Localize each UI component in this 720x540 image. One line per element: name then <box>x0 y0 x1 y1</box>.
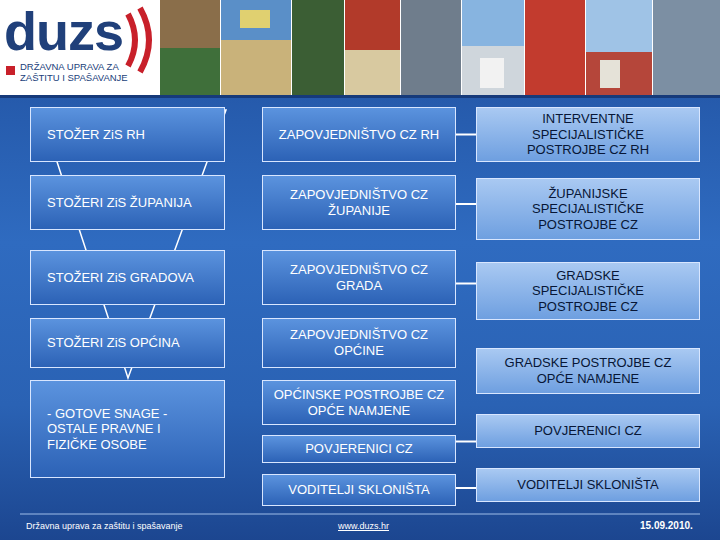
unit-box: GRADSKE POSTROJBE CZ OPĆE NAMJENE <box>476 348 700 394</box>
box-text: VODITELJI SKLONIŠTA <box>517 477 658 493</box>
command-box: ZAPOVJEDNIŠTVO CZ OPĆINE <box>262 318 456 368</box>
box-text: POVJERENICI CZ <box>305 441 413 457</box>
connector-line <box>456 283 476 285</box>
box-text: VODITELJI SKLONIŠTA <box>288 482 429 498</box>
command-box: ZAPOVJEDNIŠTVO CZ ŽUPANIJE <box>262 175 456 230</box>
connector-line <box>456 487 476 489</box>
command-box: ZAPOVJEDNIŠTVO CZ RH <box>262 107 456 162</box>
box-text: ZAPOVJEDNIŠTVO CZ OPĆINE <box>271 327 447 358</box>
staff-box: STOŽER ZiS RH <box>30 107 225 162</box>
box-text: ZAPOVJEDNIŠTVO CZ ŽUPANIJE <box>271 187 447 218</box>
unit-box: POVJERENICI CZ <box>476 414 700 448</box>
box-text: INTERVENTNE SPECIJALISTIČKE POSTROJBE CZ… <box>500 111 676 158</box>
photo-collage <box>160 0 720 95</box>
unit-box: INTERVENTNE SPECIJALISTIČKE POSTROJBE CZ… <box>476 107 700 162</box>
command-box: VODITELJI SKLONIŠTA <box>262 474 456 506</box>
staff-box: STOŽERI ZiS OPĆINA <box>30 318 225 368</box>
command-box: ZAPOVJEDNIŠTVO CZ GRADA <box>262 250 456 305</box>
footer-rule <box>20 514 700 515</box>
unit-box: VODITELJI SKLONIŠTA <box>476 468 700 502</box>
footer-text: 15.09.2010. <box>640 520 693 532</box>
command-box: POVJERENICI CZ <box>262 435 456 463</box>
staff-box: - GOTOVE SNAGE - OSTALE PRAVNE I FIZIČKE… <box>30 380 225 478</box>
staff-box: STOŽERI ZiS GRADOVA <box>30 250 225 305</box>
box-text: STOŽERI ZiS OPĆINA <box>39 335 216 351</box>
logo-arcs <box>128 8 149 72</box>
box-text: GRADSKE SPECIJALISTIČKE POSTROJBE CZ <box>500 268 676 315</box>
unit-box: GRADSKE SPECIJALISTIČKE POSTROJBE CZ <box>476 262 700 320</box>
box-text: STOŽERI ZiS ŽUPANIJA <box>39 195 216 211</box>
header-rule <box>0 95 720 98</box>
box-text: - GOTOVE SNAGE - OSTALE PRAVNE I FIZIČKE… <box>39 406 175 453</box>
box-text: POVJERENICI CZ <box>534 423 642 439</box>
unit-box: ŽUPANIJSKE SPECIJALISTIČKE POSTROJBE CZ <box>476 178 700 240</box>
box-text: ZAPOVJEDNIŠTVO CZ GRADA <box>271 262 447 293</box>
staff-box: STOŽERI ZiS ŽUPANIJA <box>30 175 225 230</box>
logo-square <box>6 66 15 75</box>
header-band <box>0 0 720 97</box>
connector-line <box>456 203 476 205</box>
box-text: OPĆINSKE POSTROJBE CZ OPĆE NAMJENE <box>271 387 447 418</box>
command-box: OPĆINSKE POSTROJBE CZ OPĆE NAMJENE <box>262 380 456 425</box>
box-text: GRADSKE POSTROJBE CZ OPĆE NAMJENE <box>500 355 676 386</box>
box-text: STOŽER ZiS RH <box>39 127 216 143</box>
connector-line <box>456 134 476 136</box>
box-text: ZAPOVJEDNIŠTVO CZ RH <box>279 127 439 143</box>
box-text: STOŽERI ZiS GRADOVA <box>39 270 216 286</box>
footer-text: Državna uprava za zaštitu i spašavanje <box>26 521 183 531</box>
logo-text: duzs <box>4 0 123 62</box>
footer-text: www.duzs.hr <box>338 521 389 531</box>
logo-text: DRŽAVNA UPRAVA ZA ZAŠTITU I SPAŠAVANJE <box>20 62 142 84</box>
box-text: ŽUPANIJSKE SPECIJALISTIČKE POSTROJBE CZ <box>500 186 676 233</box>
connector-line <box>456 441 476 443</box>
